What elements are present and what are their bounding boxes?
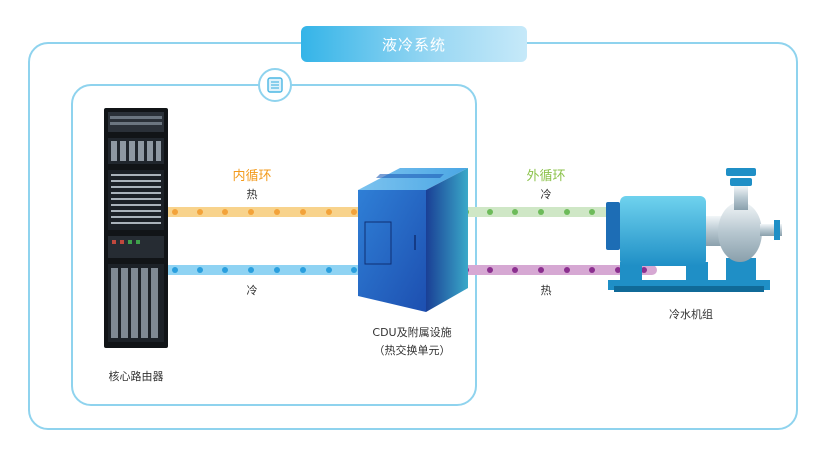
outer-cold-label: 冷	[540, 188, 552, 201]
cdu-cabinet-icon	[358, 168, 468, 312]
outer-loop-label: 外循环	[526, 169, 566, 184]
inner-loop-label: 内循环	[232, 169, 272, 184]
server-rack-icon	[104, 108, 168, 348]
page-title: 液冷系统	[301, 26, 527, 62]
chiller-label: 冷水机组	[669, 308, 713, 321]
outer-cold-pipe	[457, 207, 615, 217]
cdu-label-line2: （热交换单元）	[373, 344, 451, 357]
inner-hot-pipe	[163, 207, 367, 217]
inner-hot-label: 热	[246, 188, 258, 201]
building-icon	[258, 68, 292, 102]
cdu-label-line1: CDU及附属设施	[372, 326, 452, 339]
inner-cold-pipe	[163, 265, 367, 275]
inner-cold-label: 冷	[246, 284, 258, 297]
chiller-unit-icon	[606, 168, 782, 292]
router-label: 核心路由器	[108, 370, 164, 383]
outer-hot-label: 热	[540, 284, 552, 297]
